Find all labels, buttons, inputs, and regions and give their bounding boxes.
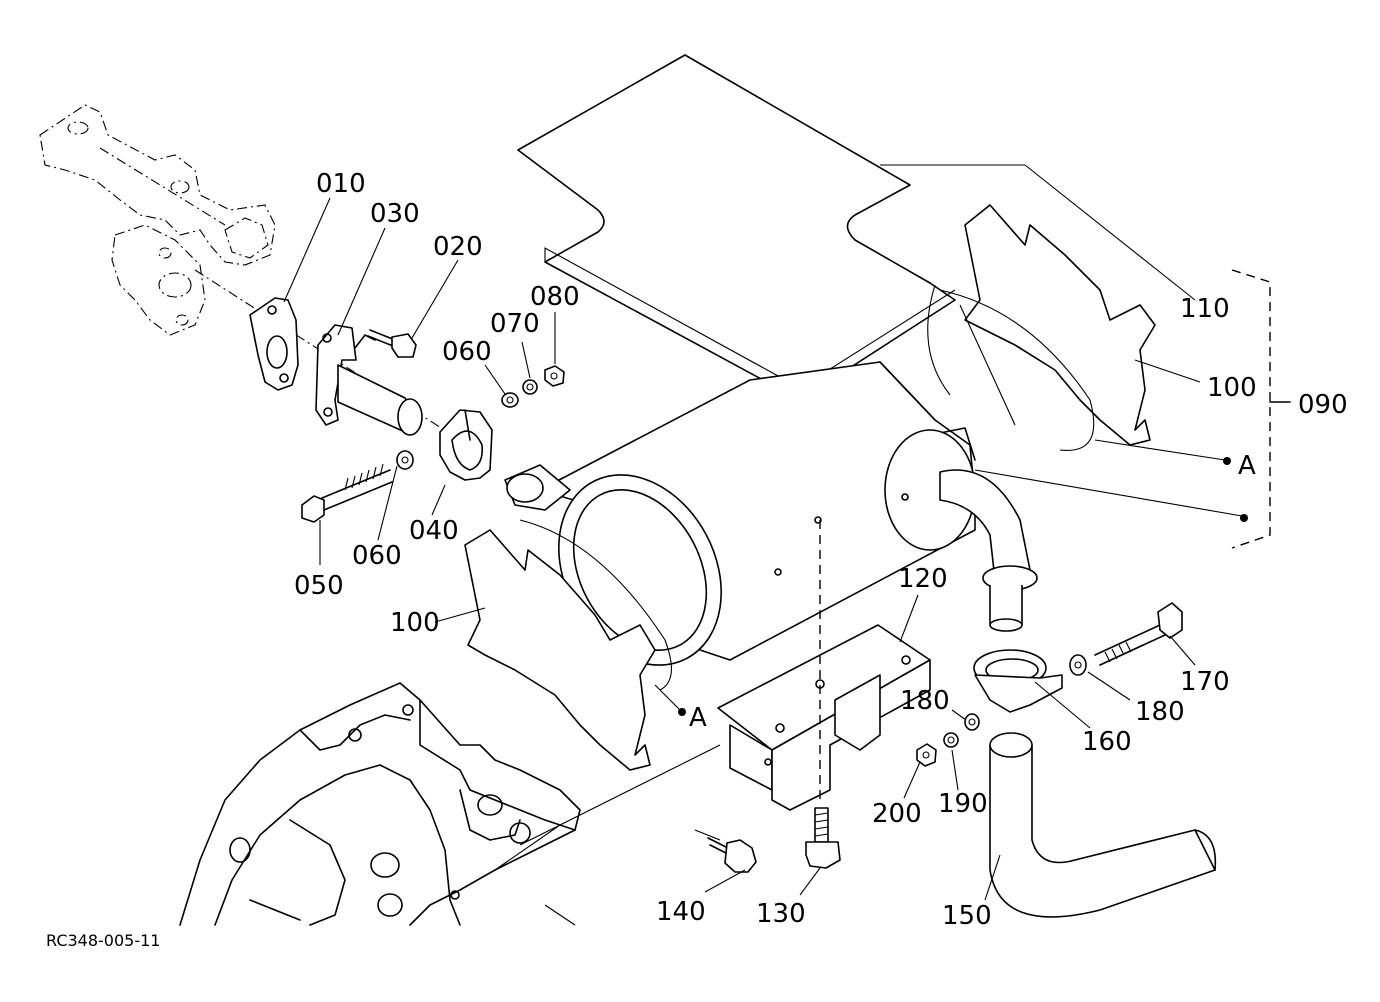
label-part-110: 110 (1180, 294, 1230, 324)
label-part-060-top: 060 (442, 337, 492, 367)
gasket-010 (249, 297, 299, 391)
bolt-020 (354, 329, 417, 358)
end-shield-100-right (939, 204, 1156, 451)
washers-180-190-nut-200 (916, 713, 980, 767)
label-part-120: 120 (898, 564, 948, 594)
clamp-160 (973, 649, 1063, 713)
label-part-180-right: 180 (1135, 697, 1185, 727)
label-part-020: 020 (433, 232, 483, 262)
label-part-060-bottom: 060 (352, 541, 402, 571)
muffler-body (504, 284, 1038, 666)
end-shield-100-left (464, 519, 672, 771)
ref-dot-a-right (1223, 457, 1231, 465)
label-part-050: 050 (294, 571, 344, 601)
washers-nut-stack (501, 365, 565, 408)
bracket-120 (717, 520, 931, 811)
heat-shield-plate-110 (517, 54, 956, 401)
ref-dot-unlabeled (1240, 514, 1248, 522)
flange-pipe-030 (315, 324, 423, 436)
clamp-040 (439, 409, 493, 481)
label-part-150: 150 (942, 901, 992, 931)
bolt-050 (301, 450, 414, 523)
label-ref-a-right: A (1238, 451, 1256, 481)
label-part-180-left: 180 (900, 686, 950, 716)
label-part-080: 080 (530, 282, 580, 312)
bolt-170 (1069, 602, 1183, 676)
label-part-200: 200 (872, 799, 922, 829)
label-part-100-right: 100 (1207, 373, 1257, 403)
label-part-090: 090 (1298, 390, 1348, 420)
group-bracket-090 (1231, 269, 1291, 549)
leader-lines (283, 164, 1243, 901)
label-part-140: 140 (656, 897, 706, 927)
figure-reference-code: RC348-005-11 (46, 931, 160, 950)
ref-dot-a-left (678, 708, 686, 716)
label-ref-a-left: A (689, 703, 707, 733)
label-part-190: 190 (938, 789, 988, 819)
part-labels: 010 030 020 080 070 060 060 040 050 110 … (46, 169, 1348, 950)
label-part-170: 170 (1180, 667, 1230, 697)
bolt-140 (694, 829, 757, 873)
tail-pipe-150 (989, 732, 1217, 918)
label-part-160: 160 (1082, 727, 1132, 757)
label-part-130: 130 (756, 899, 806, 929)
label-part-010: 010 (316, 169, 366, 199)
label-part-030: 030 (370, 199, 420, 229)
flywheel-housing (179, 682, 721, 926)
bolt-130 (805, 807, 841, 869)
label-part-100-left: 100 (390, 608, 440, 638)
label-part-040: 040 (409, 516, 459, 546)
label-part-070: 070 (490, 309, 540, 339)
exhaust-manifold (39, 104, 461, 441)
